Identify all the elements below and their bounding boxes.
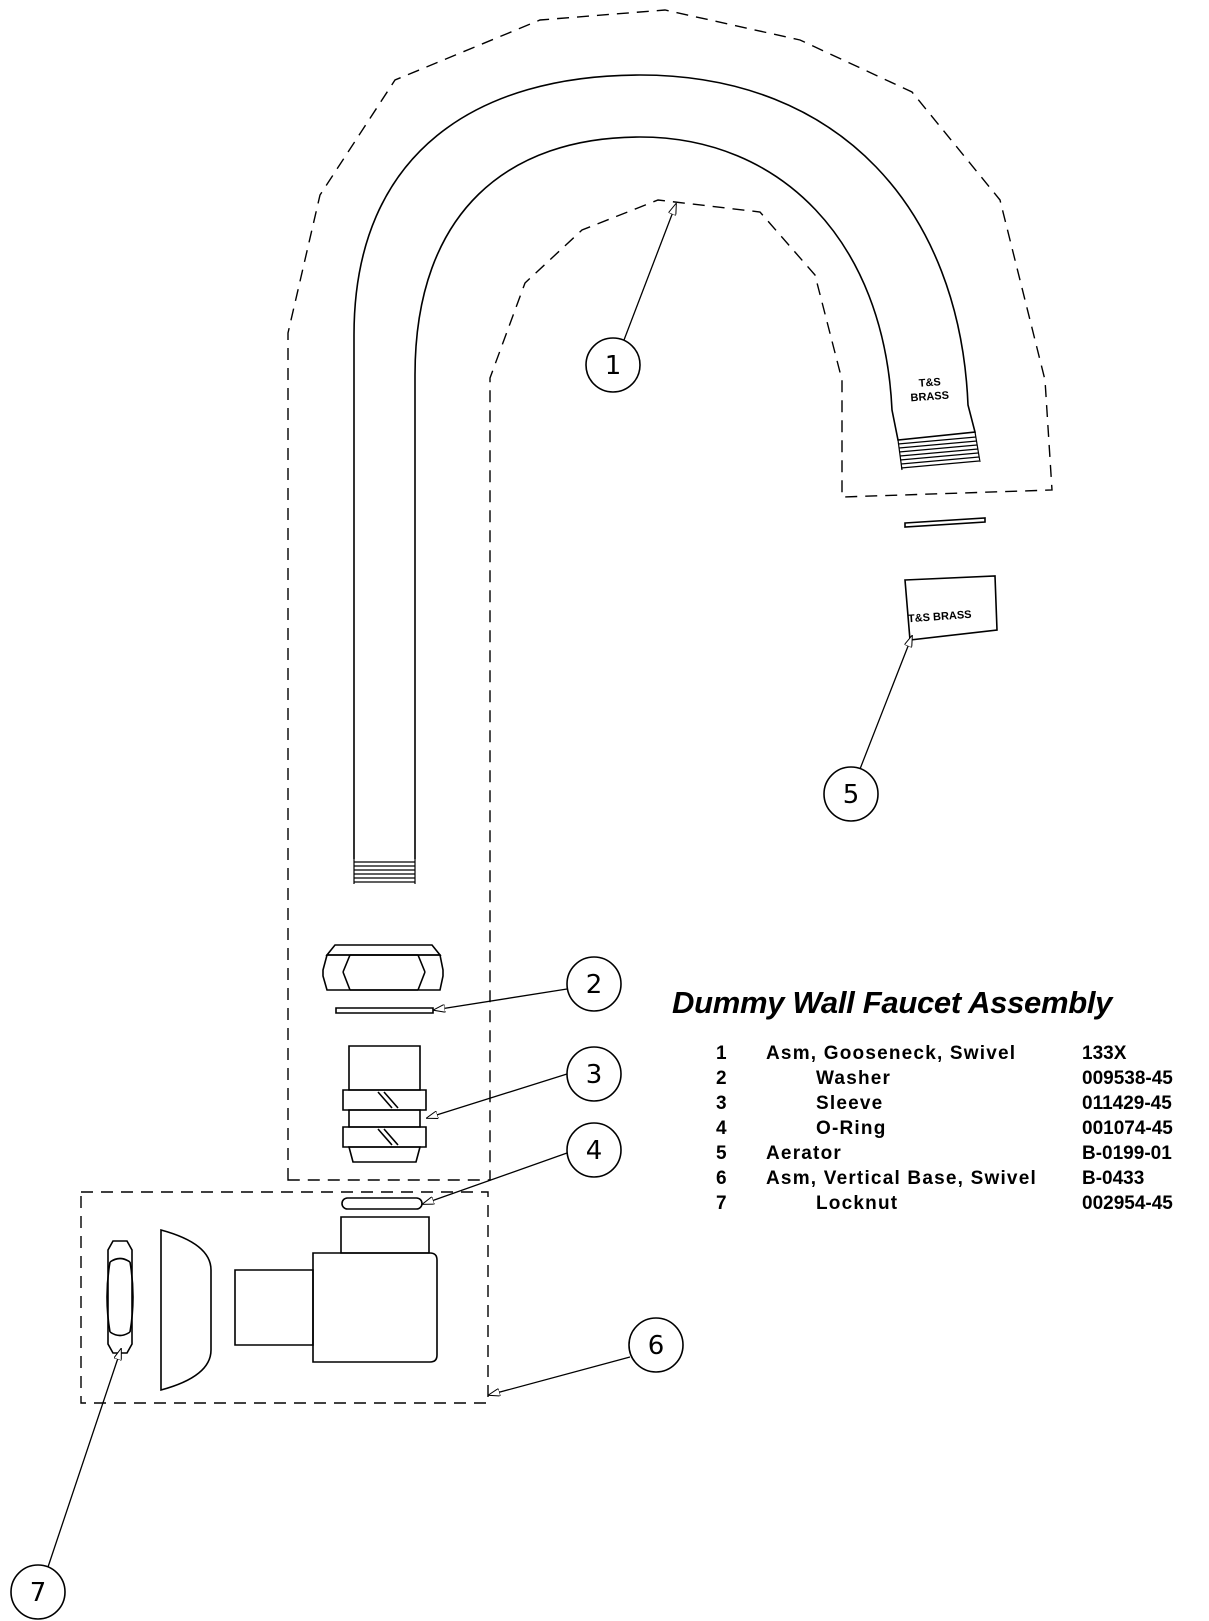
part-description: Asm, Vertical Base, Swivel <box>766 1168 1037 1189</box>
part-description: Aerator <box>766 1143 842 1164</box>
part-number: B-0199-01 <box>1082 1143 1172 1164</box>
callout-3-number: 3 <box>586 1060 603 1090</box>
washer <box>335 1007 434 1014</box>
spout-base-threads <box>353 859 416 884</box>
aerator-washer <box>904 517 986 528</box>
elbow-body <box>234 1216 438 1363</box>
parts-list-title: Dummy Wall Faucet Assembly <box>672 985 1113 1020</box>
part-number: 133X <box>1082 1043 1127 1064</box>
leader-line-6 <box>489 1356 631 1395</box>
gooseneck-tip-marking-line-2: BRASS <box>910 390 949 405</box>
part-item-number: 1 <box>716 1043 727 1064</box>
part-description: Sleeve <box>816 1093 884 1114</box>
part-number: 001074-45 <box>1082 1118 1173 1139</box>
gooseneck-spout <box>353 74 977 859</box>
swivel-hex-nut <box>322 944 444 991</box>
vertical-base-assembly-outline <box>80 1191 489 1404</box>
part-item-number: 3 <box>716 1093 727 1114</box>
part-description: Locknut <box>816 1193 899 1214</box>
part-number: 002954-45 <box>1082 1193 1173 1214</box>
part-number: B-0433 <box>1082 1168 1145 1189</box>
leader-line-2 <box>434 988 568 1010</box>
callout-2-number: 2 <box>586 970 603 1000</box>
callout-6-number: 6 <box>648 1331 665 1361</box>
callout-5-circle <box>823 766 879 822</box>
gooseneck-tip-marking: T&S BRASS <box>910 376 949 404</box>
callout-5-number: 5 <box>843 780 860 810</box>
part-item-number: 2 <box>716 1068 727 1089</box>
leader-line-7 <box>47 1349 121 1568</box>
part-item-number: 7 <box>716 1193 727 1214</box>
callout-7-number: 7 <box>30 1578 47 1608</box>
leader-line-5 <box>859 636 912 770</box>
callout-1-number: 1 <box>605 351 622 381</box>
part-number: 009538-45 <box>1082 1068 1173 1089</box>
part-description: Washer <box>816 1068 892 1089</box>
part-number: 011429-45 <box>1082 1093 1172 1114</box>
callout-1-circle <box>585 337 641 393</box>
callout-2-circle <box>566 956 622 1012</box>
part-description: O-Ring <box>816 1118 887 1139</box>
callout-7-circle <box>10 1564 66 1620</box>
callout-6-circle <box>628 1317 684 1373</box>
gooseneck-assembly-outline <box>287 9 1053 1181</box>
sleeve <box>342 1045 427 1163</box>
locknut <box>106 1240 134 1354</box>
part-description: Asm, Gooseneck, Swivel <box>766 1043 1017 1064</box>
gooseneck-tip-marking-line-1: T&S <box>918 376 941 390</box>
aerator <box>904 575 998 641</box>
part-item-number: 6 <box>716 1168 727 1189</box>
leader-line-1 <box>623 204 676 341</box>
callout-4-circle <box>566 1122 622 1178</box>
part-item-number: 4 <box>716 1118 727 1139</box>
aerator-marking: T&S BRASS <box>908 609 972 625</box>
spout-tip-threads <box>897 431 981 471</box>
part-item-number: 5 <box>716 1143 727 1164</box>
leader-line-4 <box>423 1152 568 1204</box>
wall-flange <box>160 1228 212 1392</box>
o-ring <box>341 1197 423 1210</box>
leader-line-3 <box>427 1073 568 1118</box>
callout-4-number: 4 <box>586 1136 603 1166</box>
